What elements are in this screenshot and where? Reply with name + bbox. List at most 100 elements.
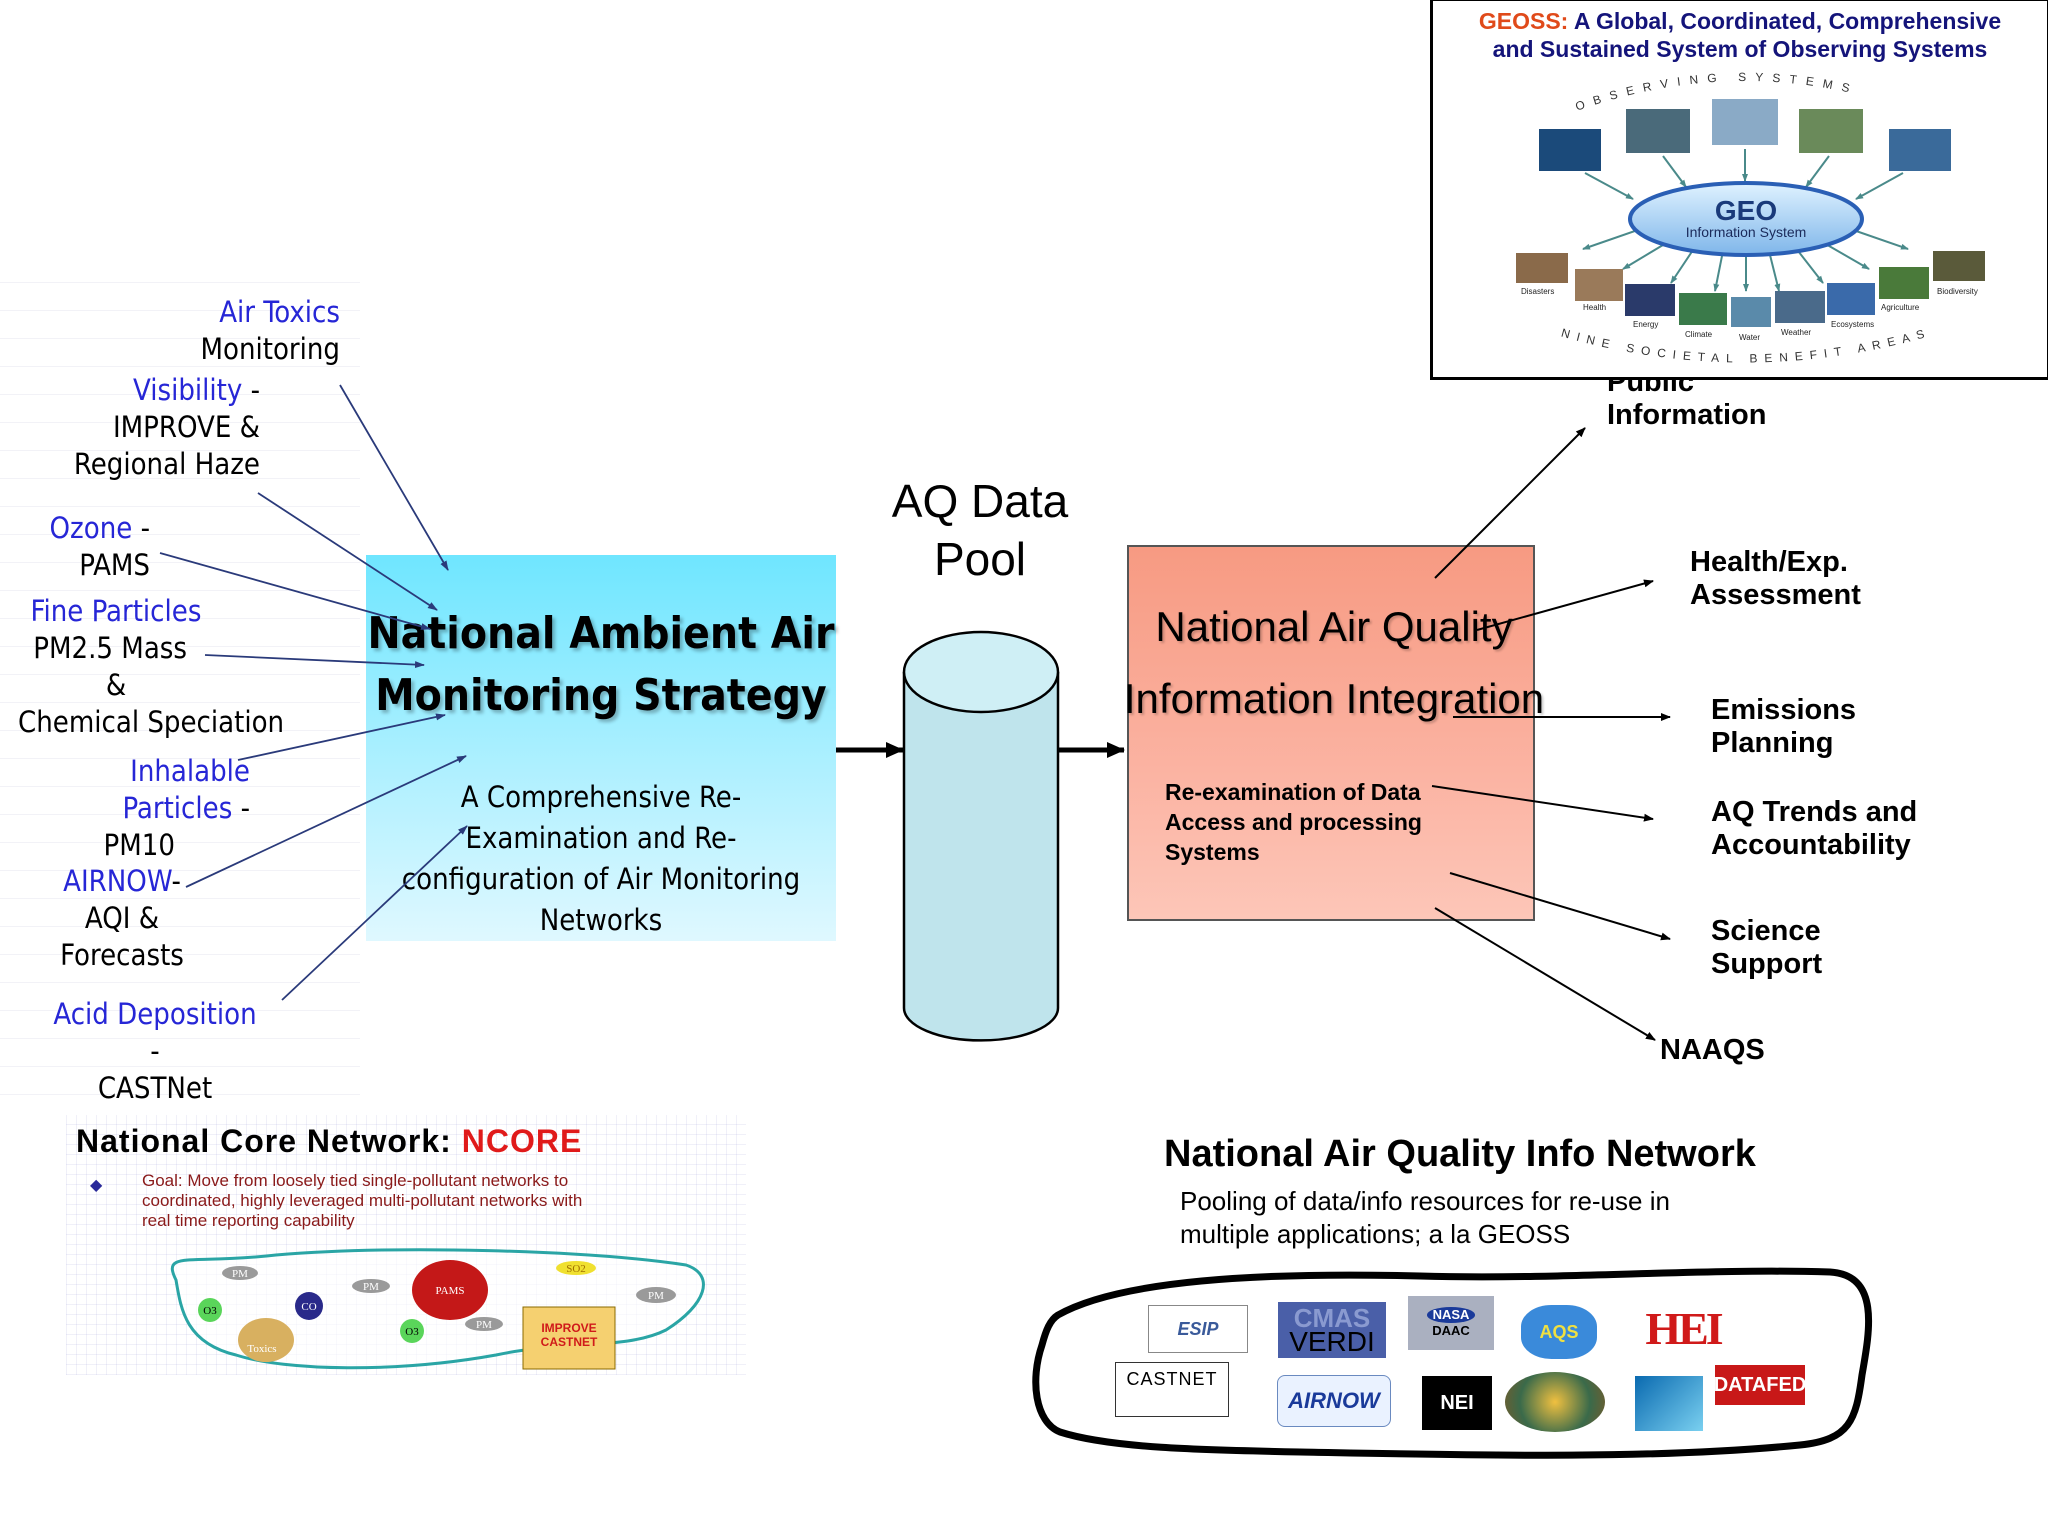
arrow-fine-particles [204, 654, 425, 669]
svg-text:Energy: Energy [1633, 320, 1658, 329]
svg-text:Agriculture: Agriculture [1881, 303, 1920, 312]
aqs-logo: AQS [1521, 1305, 1597, 1359]
svg-text:Weather: Weather [1781, 328, 1811, 337]
source-fine-particles-detail-3: Chemical Speciation [18, 705, 285, 739]
monitoring-strategy-title: National Ambient Air Monitoring Strategy [367, 608, 835, 721]
hei-logo: HEI [1645, 1302, 1723, 1354]
source-inhalable-particles-detail: PM10 [103, 828, 175, 862]
arrow-air-toxics [339, 384, 449, 571]
source-visibility: Visibility - IMPROVE & Regional Haze [60, 372, 260, 483]
svg-text:Climate: Climate [1685, 330, 1713, 339]
airnow-logo: AIRNOW [1277, 1375, 1391, 1427]
svg-text:PM: PM [476, 1319, 492, 1331]
source-acid-deposition-name: Acid Deposition [53, 997, 257, 1031]
svg-text:O3: O3 [405, 1326, 419, 1338]
geo-information-system-label: Information System [1686, 224, 1807, 240]
output-emissions-planning: Emissions Planning [1711, 694, 1857, 759]
source-airnow-detail-2: Forecasts [60, 938, 184, 972]
source-acid-deposition-detail: CASTNet [97, 1071, 213, 1105]
esip-logo: ESIP [1148, 1305, 1248, 1353]
photo-satellite [1539, 129, 1601, 171]
arrow-acid-deposition [281, 825, 468, 1001]
geoss-diagram: OBSERVING SYSTEMS NINE SOCIETAL BENEFIT … [1516, 70, 1985, 366]
svg-text:PM: PM [648, 1290, 664, 1302]
datafed-logo: DATAFED [1714, 1365, 1806, 1405]
output-science-support: Science Support [1711, 915, 1823, 980]
source-ozone-name: Ozone [49, 511, 133, 545]
photo-balloon [1712, 99, 1778, 145]
svg-text:PM: PM [363, 1281, 379, 1293]
ncore-title: National Core Network: NCORE [76, 1123, 583, 1159]
geo-logo: GEO [1715, 195, 1777, 226]
globe-logo [1635, 1376, 1703, 1431]
photo-ocean-buoy [1889, 129, 1951, 171]
geoss-arc-bottom: NINE SOCIETAL BENEFIT AREAS [1560, 325, 1933, 366]
arrow-aq-trends [1431, 785, 1654, 822]
data-pool-cylinder [902, 630, 1060, 1042]
geoss-title: GEOSS: A Global, Coordinated, Comprehens… [1478, 8, 2002, 62]
source-visibility-name: Visibility [133, 373, 243, 407]
source-inhalable-particles: Inhalable Particles - PM10 [20, 753, 250, 864]
arrow-public-information [1434, 427, 1586, 579]
svg-text:IMPROVE: IMPROVE [541, 1321, 596, 1335]
source-visibility-detail-2: Regional Haze [73, 447, 260, 481]
source-air-toxics: Air Toxics Monitoring [150, 294, 340, 368]
svg-text:Toxics: Toxics [247, 1343, 276, 1355]
output-naaqs: NAAQS [1660, 1034, 1765, 1066]
aq-info-network-title: National Air Quality Info Network [1164, 1133, 1756, 1175]
arrow-science-support [1449, 872, 1671, 941]
source-acid-deposition: Acid Deposition - CASTNet [50, 996, 260, 1107]
source-airnow-name: AIRNOW [63, 864, 172, 898]
source-fine-particles: Fine Particles PM2.5 Mass & Chemical Spe… [0, 593, 285, 741]
data-pool-label: AQ Data Pool [891, 475, 1069, 585]
svg-text:PAMS: PAMS [436, 1285, 465, 1297]
output-aq-trends: AQ Trends and Accountability [1711, 796, 1918, 861]
photo-aircraft [1626, 109, 1690, 153]
svg-text:Health: Health [1583, 303, 1606, 312]
source-air-toxics-name: Air Toxics [219, 295, 340, 329]
nasa-daac-logo: NASA DAAC [1408, 1296, 1494, 1350]
ncore-panel: National Core Network: NCORE ◆ Goal: Mov… [66, 1115, 746, 1375]
information-integration-subtitle: Re-examination of Data Access and proces… [1165, 779, 1422, 865]
svg-text:Water: Water [1739, 333, 1760, 342]
source-inhalable-particles-name: Inhalable Particles [122, 754, 250, 825]
monitoring-strategy-subtitle: A Comprehensive Re- Examination and Re- … [401, 780, 801, 937]
geoss-benefit-areas: Disasters Health Energy Climate Water We… [1521, 287, 1978, 342]
arrow-naaqs [1434, 907, 1656, 1041]
nei-logo: NEI [1422, 1376, 1492, 1430]
source-air-toxics-detail: Monitoring [200, 332, 340, 366]
svg-text:Disasters: Disasters [1521, 287, 1554, 296]
source-fine-particles-detail-1: PM2.5 Mass [33, 631, 187, 665]
source-fine-particles-detail-2: & [105, 668, 127, 702]
ncore-title-highlight: NCORE [461, 1123, 583, 1159]
svg-text:O3: O3 [203, 1305, 217, 1317]
svg-text:PM: PM [232, 1268, 248, 1280]
source-ozone: Ozone - PAMS [40, 510, 150, 584]
svg-text:SO2: SO2 [566, 1263, 586, 1275]
svg-text:CO: CO [301, 1301, 316, 1313]
bullet-diamond-icon: ◆ [90, 1177, 103, 1194]
source-list-background [0, 275, 360, 1095]
arrow-inhalable [237, 713, 446, 761]
cmas-verdi-logo: CMAS VERDI [1278, 1302, 1386, 1358]
source-ozone-detail: PAMS [79, 548, 150, 582]
geoss-inset: GEOSS: A Global, Coordinated, Comprehens… [1430, 0, 2048, 380]
photo-tower [1799, 109, 1863, 153]
castnet-logo: CASTNET [1115, 1362, 1229, 1417]
information-integration-box: National Air Quality Information Integra… [1124, 545, 1544, 921]
svg-text:Ecosystems: Ecosystems [1831, 320, 1874, 329]
views-logo [1505, 1372, 1605, 1432]
geo-information-system [1628, 181, 1864, 257]
source-fine-particles-name: Fine Particles [30, 594, 202, 628]
output-health-assessment: Health/Exp. Assessment [1690, 546, 1861, 611]
arrow-visibility [257, 492, 438, 611]
arrow-health-assessment [1476, 579, 1654, 631]
source-airnow-detail-1: AQI & [84, 901, 160, 935]
ncore-goal: Goal: Move from loosely tied single-poll… [142, 1171, 583, 1230]
ncore-network-diagram: PM O3 CO Toxics PM PAMS O3 PM SO2 IMPROV… [170, 1248, 705, 1370]
monitoring-strategy-box: National Ambient Air Monitoring Strategy… [366, 555, 836, 941]
svg-text:Biodiversity: Biodiversity [1937, 287, 1978, 296]
arrow-ozone [159, 552, 431, 630]
aq-info-network-subtitle: Pooling of data/info resources for re-us… [1180, 1186, 1670, 1249]
